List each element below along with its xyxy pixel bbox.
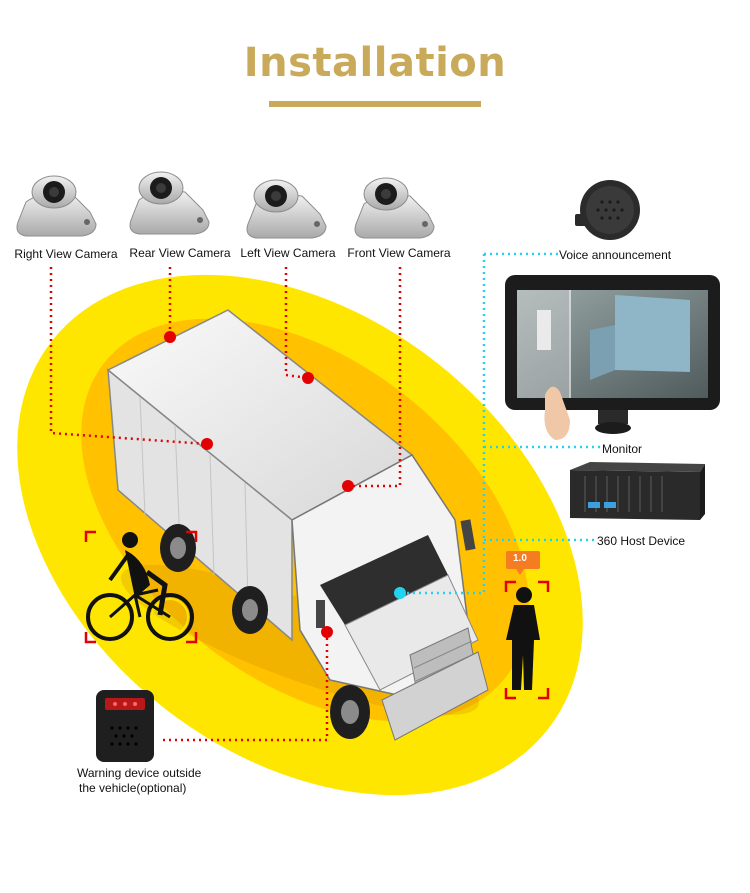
front-camera-image <box>355 178 434 238</box>
alert-badge-text: 1.0 <box>513 553 527 564</box>
warning-label-line2: the vehicle(optional) <box>79 781 186 795</box>
monitor-image <box>505 275 720 440</box>
right-camera-image <box>17 176 96 236</box>
voice-announcement-label: Voice announcement <box>559 248 671 262</box>
left-camera-image <box>247 180 326 238</box>
monitor-label: Monitor <box>602 442 642 456</box>
front-camera-label: Front View Camera <box>347 246 450 260</box>
host-connection-dot <box>394 587 406 599</box>
host-device-label: 360 Host Device <box>597 534 685 548</box>
right-camera-label: Right View Camera <box>14 247 117 261</box>
warning-device-image <box>96 690 154 762</box>
rear-camera-label: Rear View Camera <box>129 246 230 260</box>
warning-label-line1: Warning device outside <box>77 766 201 780</box>
rear-camera-image <box>130 172 209 234</box>
voice-speaker-image <box>575 180 640 240</box>
left-camera-label: Left View Camera <box>240 246 335 260</box>
host-device-image <box>570 462 705 520</box>
